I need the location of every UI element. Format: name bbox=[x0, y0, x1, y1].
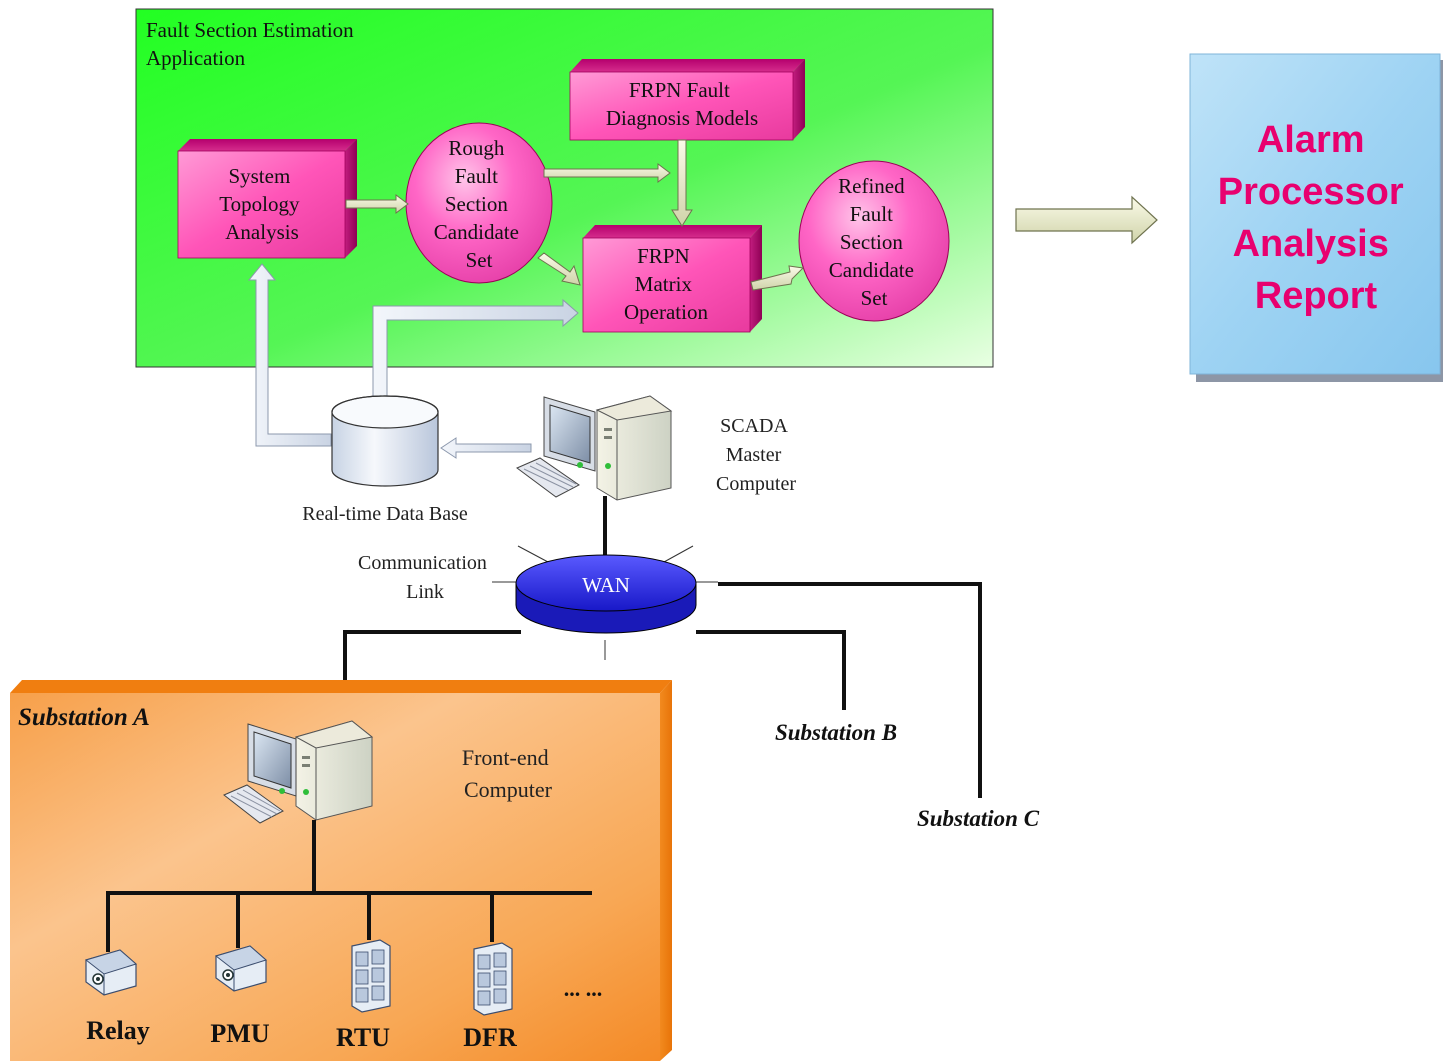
svg-text:Rough Fault Sectio: Rough Fault Section Candidate Set bbox=[434, 136, 524, 272]
scada-label-line1: SCADA bbox=[720, 415, 788, 437]
pmu-icon bbox=[214, 945, 268, 992]
rtu-icon bbox=[351, 939, 391, 1013]
wan-icon: WAN bbox=[515, 554, 697, 634]
system-topology-box: System Topology Analysis bbox=[177, 139, 357, 259]
rough-candidate-line2: Fault bbox=[455, 164, 498, 188]
fse-title-line1: Fault Section Estimation bbox=[146, 18, 354, 42]
frpn-models-line1: FRPN Fault bbox=[629, 78, 730, 102]
rough-candidate-ellipse: Rough Fault Section Candidate Set bbox=[405, 122, 553, 284]
comm-label-line1: Communication bbox=[358, 552, 487, 574]
scada-label-line2: Master bbox=[726, 444, 782, 466]
substation-a-panel: Substation A bbox=[10, 680, 672, 1061]
refined-candidate-ellipse: Refined Fault Section Candidate Set bbox=[798, 160, 950, 322]
report-line2: Processor bbox=[1218, 171, 1404, 213]
frpn-matrix-line1: FRPN bbox=[637, 244, 690, 268]
comm-label-line2: Link bbox=[406, 581, 444, 603]
fse-flow-arrows bbox=[345, 139, 805, 291]
substation-b-label: Substation B bbox=[775, 720, 897, 745]
arrow-topology-to-rough bbox=[345, 194, 409, 214]
rough-candidate-line3: Section bbox=[445, 192, 508, 216]
svg-text:FRPN Matrix Operat: FRPN Matrix Operation bbox=[624, 244, 708, 324]
arrow-rough-to-matrix bbox=[537, 252, 581, 286]
system-topology-line1: System bbox=[228, 164, 290, 188]
system-topology-line3: Analysis bbox=[225, 220, 299, 244]
report-line4: Report bbox=[1255, 275, 1378, 317]
wan-label: WAN bbox=[582, 573, 630, 597]
frontend-label-line2: Computer bbox=[464, 777, 553, 802]
more-devices-ellipsis: ... ... bbox=[564, 976, 603, 1001]
arrow-to-report bbox=[1015, 195, 1158, 245]
relay-label: Relay bbox=[86, 1016, 150, 1045]
report-line3: Analysis bbox=[1233, 223, 1389, 265]
network-links bbox=[343, 496, 982, 798]
substation-bus bbox=[106, 820, 592, 952]
frpn-matrix-line2: Matrix bbox=[635, 272, 693, 296]
svg-text:Refined Fault Sect: Refined Fault Section Candidate Set bbox=[829, 174, 919, 310]
frontend-computer-icon bbox=[223, 720, 374, 824]
svg-text:FRPN Fault Diagnosis Mod: FRPN Fault Diagnosis Models bbox=[606, 78, 758, 130]
frpn-models-box: FRPN Fault Diagnosis Models bbox=[569, 59, 805, 141]
rough-candidate-line5: Set bbox=[466, 248, 493, 272]
substation-a-title: Substation A bbox=[18, 704, 150, 731]
alarm-report-box: Alarm Processor Analysis Report bbox=[1189, 53, 1443, 382]
arrow-models-to-matrix bbox=[671, 139, 693, 227]
substation-c-label: Substation C bbox=[917, 806, 1040, 831]
arrow-matrix-to-refined bbox=[750, 265, 805, 291]
svg-text:System Topology An: System Topology Analysis bbox=[219, 164, 304, 244]
refined-candidate-line3: Section bbox=[840, 230, 903, 254]
refined-candidate-line5: Set bbox=[861, 286, 888, 310]
svg-text:Alarm Processor An: Alarm Processor Analysis Report bbox=[1218, 119, 1414, 317]
pmu-label: PMU bbox=[210, 1019, 269, 1048]
svg-text:SCADA Master Computer: SCADA Master Computer bbox=[716, 415, 796, 495]
dfr-label: DFR bbox=[463, 1023, 517, 1052]
frpn-matrix-line3: Operation bbox=[624, 300, 708, 324]
refined-candidate-line2: Fault bbox=[850, 202, 893, 226]
svg-text:Communication Link: Communication Link bbox=[358, 552, 492, 603]
rough-candidate-line4: Candidate bbox=[434, 220, 519, 244]
dfr-icon bbox=[473, 942, 513, 1016]
scada-computer-icon bbox=[516, 395, 673, 501]
rough-candidate-line1: Rough bbox=[448, 136, 505, 160]
rtu-label: RTU bbox=[336, 1023, 390, 1052]
database-pipes bbox=[247, 263, 579, 459]
refined-candidate-line1: Refined bbox=[838, 174, 905, 198]
database-label: Real-time Data Base bbox=[302, 503, 468, 525]
frpn-models-line2: Diagnosis Models bbox=[606, 106, 758, 130]
database-icon bbox=[331, 395, 439, 487]
svg-text:Front-end Computer: Front-end Computer bbox=[462, 745, 554, 802]
report-line1: Alarm bbox=[1257, 119, 1365, 161]
arrow-rough-to-models bbox=[543, 163, 671, 183]
system-topology-line2: Topology bbox=[219, 192, 300, 216]
fse-title-line2: Application bbox=[146, 46, 246, 70]
frpn-matrix-box: FRPN Matrix Operation bbox=[582, 225, 762, 333]
scada-label-line3: Computer bbox=[716, 473, 796, 495]
frontend-label-line1: Front-end bbox=[462, 745, 549, 770]
refined-candidate-line4: Candidate bbox=[829, 258, 914, 282]
wan-spokes bbox=[492, 545, 718, 660]
relay-icon bbox=[84, 949, 138, 996]
